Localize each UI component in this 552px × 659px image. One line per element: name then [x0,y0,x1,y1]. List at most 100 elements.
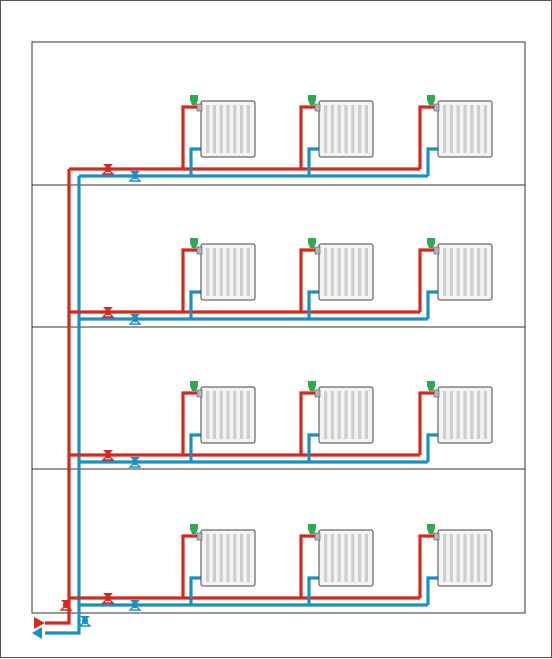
valve-icon [101,593,115,604]
thermostatic-head-icon [308,524,316,534]
radiator-fin [449,248,453,296]
radiator-valve-body [196,389,203,398]
radiator-fin [344,391,348,439]
radiator-icon [433,529,493,587]
return-connection-floor-3-radiator-2 [307,433,319,462]
return-connection-floor-4-radiator-2 [307,576,319,605]
radiator-fin [219,391,223,439]
radiator-fin [351,105,355,153]
radiator-valve-body [433,389,440,398]
valve-icon [101,307,115,318]
radiator-icon [314,529,374,587]
radiator-fin [212,391,216,439]
return-connection-floor-2-radiator-1 [189,290,201,319]
radiator-valve-body [314,103,321,112]
thermostatic-head-icon [427,95,435,105]
supply-valve-floor-1-lower [101,168,115,175]
return-valve-floor-3-lower [128,461,142,468]
thermostatic-head-icon [308,238,316,248]
radiator-fin [443,105,447,153]
radiator-fin [358,248,362,296]
radiator-valve-body [196,532,203,541]
supply-connection-floor-2-radiator-3 [418,248,438,312]
supply-arrowhead [34,617,45,629]
thermostatic-head-cap [427,381,435,386]
radiator-fin [477,248,481,296]
return-valve-floor-4-lower [128,604,142,611]
supply-valve-floor-4-lower [101,597,115,604]
radiator-fin [212,105,216,153]
radiator-fin [226,534,230,582]
return-valve-floor-2-lower [128,318,142,325]
return-valve-floor-4-stem [131,601,139,609]
thermostatic-head-base [190,243,198,248]
radiator-fin [233,391,237,439]
radiator-fin [449,105,453,153]
radiator-fin [233,105,237,153]
radiator-icon [433,100,493,158]
radiator-fin [330,534,334,582]
radiator-fin [456,534,460,582]
radiator-fin [449,534,453,582]
radiator-fin [483,534,487,582]
radiator-fin [456,248,460,296]
supply-valve-floor-2-stem [104,308,112,316]
main-return-valve-stem [81,617,89,625]
thermostatic-head-cap [308,381,316,386]
radiator-fin [206,534,210,582]
radiator-fin [364,534,368,582]
thermostatic-head-cap [190,381,198,386]
thermostatic-head-icon [427,381,435,391]
thermostatic-head-icon [190,524,198,534]
thermostatic-head-cap [308,95,316,100]
supply-connection-floor-1-radiator-1 [181,105,201,169]
thermostatic-head-icon [308,95,316,105]
return-connection-floor-3-radiator-1 [189,433,201,462]
radiator-fin [470,391,474,439]
radiator-fin [463,391,467,439]
radiator-fin [206,105,210,153]
supply-valve-floor-3-lower [101,454,115,461]
radiator-fin [351,391,355,439]
return-connection-floor-3-radiator-3 [426,433,438,462]
thermostatic-head-base [427,529,435,534]
radiator-valve-body [314,532,321,541]
radiator-fin [364,391,368,439]
radiator-fin [206,248,210,296]
thermostatic-head-icon [190,238,198,248]
return-arrowhead [32,627,42,639]
thermostatic-head-base [427,100,435,105]
radiator-fin [324,534,328,582]
radiator-fin [358,105,362,153]
radiator-fin [246,105,250,153]
main-supply-valve-lower [59,604,73,611]
thermostatic-head-base [190,100,198,105]
radiator-fin [219,248,223,296]
radiator-fin [358,391,362,439]
radiator-fin [240,248,244,296]
supply-connection-floor-4-radiator-2 [299,534,319,598]
radiator-fin [324,248,328,296]
supply-valve-floor-4-stem [104,594,112,602]
radiator-icon [314,386,374,444]
radiator-fin [344,248,348,296]
radiator-fin [456,105,460,153]
radiator-fin [477,391,481,439]
radiator-icon [433,386,493,444]
radiator-valve-body [433,246,440,255]
radiator-icon [196,529,256,587]
radiator-fin [364,105,368,153]
radiator-fin [483,105,487,153]
return-valve-floor-1-stem [131,172,139,180]
thermostatic-head-base [427,386,435,391]
return-main [45,621,81,635]
radiator-fin [483,248,487,296]
supply-valve-floor-2-lower [101,311,115,318]
radiator-fin [324,391,328,439]
supply-connection-floor-4-radiator-3 [418,534,438,598]
radiator-fin [483,391,487,439]
radiator-fin [226,391,230,439]
thermostatic-head-base [308,386,316,391]
supply-valve-floor-3-stem [104,451,112,459]
valve-icon [128,314,142,325]
